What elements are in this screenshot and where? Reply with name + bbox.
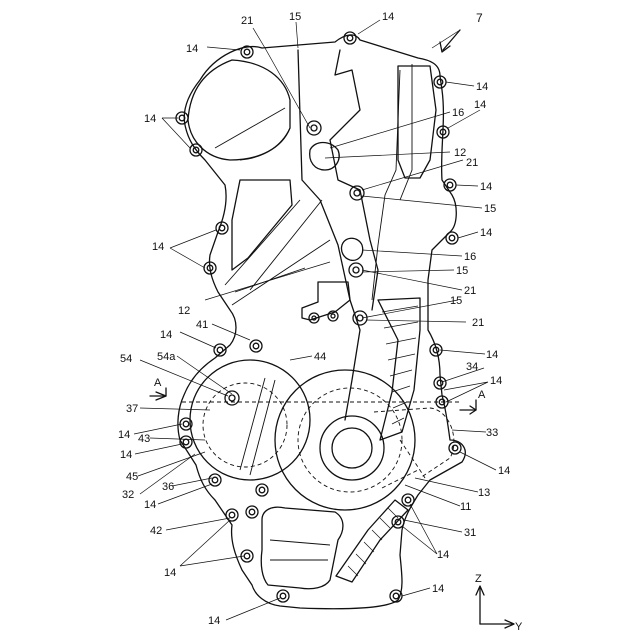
crank-sprocket-mid: [298, 388, 402, 492]
label-13: 13: [478, 487, 490, 499]
label-16: 16: [464, 251, 476, 263]
label-42: 42: [150, 525, 162, 537]
bolt-hole: [446, 232, 458, 244]
label-14: 14: [144, 499, 156, 511]
label-section-a-left: A: [154, 377, 162, 389]
crank-bore-ring: [320, 416, 384, 480]
label-21: 21: [466, 157, 478, 169]
figure-ref: 7: [476, 11, 483, 25]
label-14: 14: [160, 329, 172, 341]
label-14: 14: [382, 11, 394, 23]
label-15: 15: [484, 203, 496, 215]
label-37: 37: [126, 403, 138, 415]
oil-pump-dashed: [203, 383, 287, 467]
rib-inner-lines: [372, 64, 412, 300]
label-12: 12: [454, 147, 466, 159]
label-12: 12: [178, 305, 190, 317]
chain-guide-upper: [378, 298, 420, 440]
chain-guide-lower: [336, 500, 408, 582]
label-14: 14: [486, 349, 498, 361]
cover-outline: [178, 35, 465, 609]
bolt-hole: [256, 484, 268, 496]
lower-left-pocket: [261, 507, 343, 589]
label-43: 43: [138, 433, 150, 445]
label-14: 14: [474, 99, 486, 111]
label-34: 34: [466, 361, 478, 373]
oil-pump-shaft: [225, 391, 239, 405]
label-14: 14: [498, 465, 510, 477]
label-44: 44: [314, 351, 326, 363]
label-14: 14: [144, 113, 156, 125]
crank-bore: [332, 428, 372, 468]
axis-label-z: Z: [475, 573, 482, 585]
bolt-hole: [277, 590, 289, 602]
axis-indicator: [476, 586, 514, 628]
lower-pocket-inner: [270, 540, 330, 560]
section-marker-left: [150, 388, 166, 400]
label-21: 21: [241, 15, 253, 27]
oil-pump-shaft-inner: [229, 395, 235, 401]
label-14: 14: [164, 567, 176, 579]
label-14: 14: [476, 81, 488, 93]
label-14: 14: [490, 375, 502, 387]
section-marker-right: [460, 400, 476, 414]
bolt-hole: [226, 509, 238, 521]
axis-label-y: Y: [515, 621, 523, 633]
label-16: 16: [452, 107, 464, 119]
label-54a: 54a: [157, 351, 176, 363]
central-rib: [298, 50, 378, 420]
label-14: 14: [437, 549, 449, 561]
bolt-hole: [449, 442, 461, 454]
label-14: 14: [118, 429, 130, 441]
label-14: 14: [432, 583, 444, 595]
label-14: 14: [480, 181, 492, 193]
label-14: 14: [480, 227, 492, 239]
label-11: 11: [460, 501, 471, 513]
bolt-hole: [246, 506, 258, 518]
bosses: [307, 121, 367, 325]
figure-ref-arrow: [443, 30, 460, 50]
tensioner-bracket: [302, 282, 350, 320]
label-31: 31: [464, 527, 476, 539]
bolt-hole: [250, 340, 262, 352]
label-41: 41: [196, 319, 208, 331]
label-15: 15: [456, 265, 468, 277]
bolt-hole: [344, 32, 356, 44]
label-14: 14: [120, 449, 132, 461]
label-14: 14: [186, 43, 198, 55]
label-15: 15: [450, 295, 462, 307]
left-pocket: [232, 180, 292, 270]
top-left-housing-inner: [215, 108, 290, 160]
label-33: 33: [486, 427, 498, 439]
bolt-hole: [241, 46, 253, 58]
label-21: 21: [464, 285, 476, 297]
label-section-a-right: A: [478, 389, 486, 401]
label-14: 14: [208, 615, 220, 627]
bolt-hole: [216, 222, 228, 234]
label-15: 15: [289, 11, 301, 23]
label-32: 32: [122, 489, 134, 501]
label-14: 14: [152, 241, 164, 253]
bolt-hole: [402, 494, 414, 506]
label-54: 54: [120, 353, 132, 365]
label-36: 36: [162, 481, 174, 493]
oil-pump-circle: [190, 360, 310, 480]
label-45: 45: [126, 471, 138, 483]
oil-pump-diagonal: [240, 378, 275, 475]
label-21: 21: [472, 317, 484, 329]
